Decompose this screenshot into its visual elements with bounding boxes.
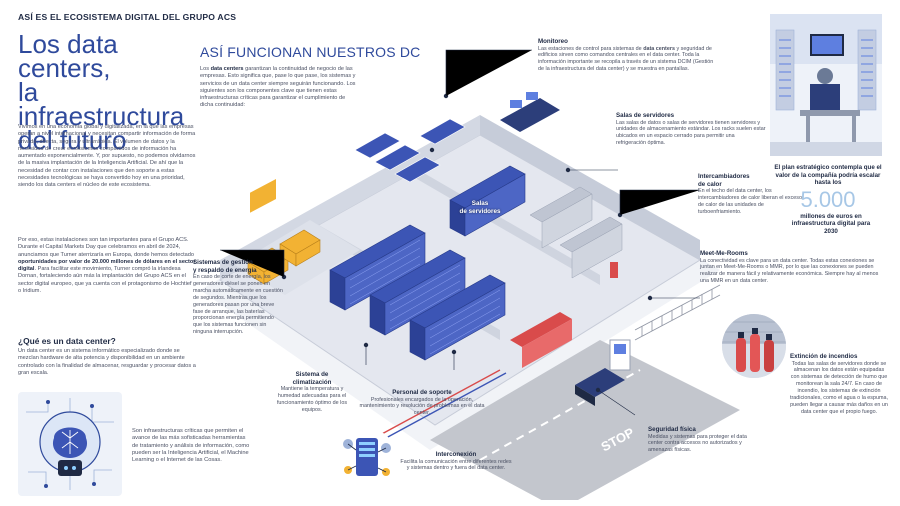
interconnection-illustration: [338, 428, 396, 486]
how-text: Los data centers garantizan la continuid…: [200, 66, 358, 110]
monitoreo-text-a: Las estaciones de control para sistemas …: [538, 45, 644, 52]
seguridad-title: Seguridad física: [648, 426, 696, 433]
data-center-illustration: [200, 49, 740, 500]
stat-post: millones de euros en infraestructura dig…: [791, 212, 871, 235]
extincion-text: Todas las salas de servidores donde se a…: [790, 360, 888, 415]
server-racks: [329, 165, 526, 361]
interconexion-text: Facilita la comunicación entre diferente…: [400, 458, 512, 472]
intro-p2-b: . Para facilitar este movimiento, Turner…: [18, 266, 192, 295]
title-line-3: del futuro: [18, 125, 127, 155]
how-text-b: garantizan la continuidad de negocio de …: [200, 66, 356, 109]
gestion-title-l2: y respaldo de energía: [193, 266, 257, 274]
cabinets: [529, 186, 623, 279]
soporte-text: Profesionales encargados de la operación…: [359, 396, 485, 417]
salas-tag: Salas de servidores: [454, 200, 506, 215]
page-title: Los data centers, la infraestructura del…: [18, 29, 198, 155]
operator-illustration: [770, 14, 882, 156]
what-is-caption: Son infraestructuras críticas que permit…: [132, 428, 250, 464]
salas-tag-line-1: Salas: [471, 200, 489, 207]
salas-title: Salas de servidores: [616, 112, 675, 119]
clima-title-l2: climatización: [292, 378, 332, 386]
label-interconexion: Interconexión Facilita la comunicación e…: [400, 451, 512, 472]
title-line-1: Los data centers,: [18, 29, 118, 83]
salas-tag-line-2: de servidores: [459, 207, 501, 215]
seguridad-text: Medidas y sistemas para proteger el data…: [648, 433, 747, 454]
monitoreo-text-b: y seguridad de edificios sirven como com…: [538, 45, 714, 73]
label-soporte: Personal de soporte Profesionales encarg…: [358, 389, 486, 417]
label-salas: Salas de servidores Las salas de datos o…: [616, 112, 766, 147]
clima-title-l1: Sistema de: [295, 371, 329, 378]
mmr-title: Meet-Me-Rooms: [700, 250, 748, 257]
ai-brain-illustration: [18, 392, 122, 496]
monitoreo-title: Monitoreo: [538, 38, 568, 45]
stat-pre: El plan estratégico contempla que el val…: [774, 164, 882, 187]
intro-paragraph-2: Por eso, estas instalaciones son tan imp…: [18, 237, 196, 295]
what-is-text: Un data center es un sistema informático…: [18, 348, 196, 376]
stat-number: 5.000: [800, 186, 856, 212]
control-room: [500, 92, 560, 132]
soporte-title: Personal de soporte: [392, 389, 452, 396]
cables: [379, 369, 507, 439]
kicker: ASÍ ES EL ECOSISTEMA DIGITAL DEL GRUPO A…: [18, 12, 237, 22]
salas-text: Las salas de datos o salas de servidores…: [616, 119, 766, 147]
inter-text: En el techo del data center, los interca…: [698, 188, 802, 215]
mmr-room: [510, 262, 618, 368]
stat-box: El plan estratégico contempla que el val…: [770, 164, 886, 236]
monitoreo-text: Las estaciones de control para sistemas …: [538, 46, 716, 74]
intro-p2-a: Por eso, estas instalaciones son tan imp…: [18, 237, 195, 258]
gestion-text: En caso de corte de energía, los generad…: [193, 274, 283, 336]
gestion-title-l1: Sistemas de gestión: [193, 259, 253, 266]
entrance-road: [430, 339, 740, 500]
how-text-a: Los: [200, 66, 211, 72]
label-mmr: Meet-Me-Rooms La conectividad es clave p…: [700, 250, 880, 285]
extincion-title: Extinción de incendios: [790, 353, 858, 360]
label-extincion: Extinción de incendios Todas las salas d…: [790, 353, 888, 416]
title-line-2: la infraestructura: [18, 77, 185, 131]
monitoreo-text-bold: data centers: [643, 45, 675, 52]
mmr-text: La conectividad es clave para un data ce…: [700, 257, 879, 285]
how-heading: ASÍ FUNCIONAN NUESTROS DC: [200, 44, 421, 60]
clima-text: Mantiene la temperatura y humedad adecua…: [276, 386, 348, 413]
inter-title-l1: Intercambiadores: [698, 173, 750, 180]
interconexion-title: Interconexión: [435, 451, 477, 458]
perimeter-fence: [634, 284, 721, 341]
what-is-heading: ¿Qué es un data center?: [18, 336, 116, 346]
label-seguridad: Seguridad física Medidas y sistemas para…: [648, 426, 752, 454]
inter-title-l2: de calor: [698, 180, 722, 188]
fire-extinguishers-illustration: [722, 314, 786, 378]
how-text-bold: data centers: [210, 66, 244, 72]
solar-panels: [354, 118, 466, 183]
label-monitoreo: Monitoreo Las estaciones de control para…: [538, 38, 716, 73]
intro-paragraph-1: Vivimos en una economía global y digital…: [18, 124, 196, 189]
intro-p2-bold: oportunidades por valor de 20.000 millon…: [18, 258, 196, 273]
